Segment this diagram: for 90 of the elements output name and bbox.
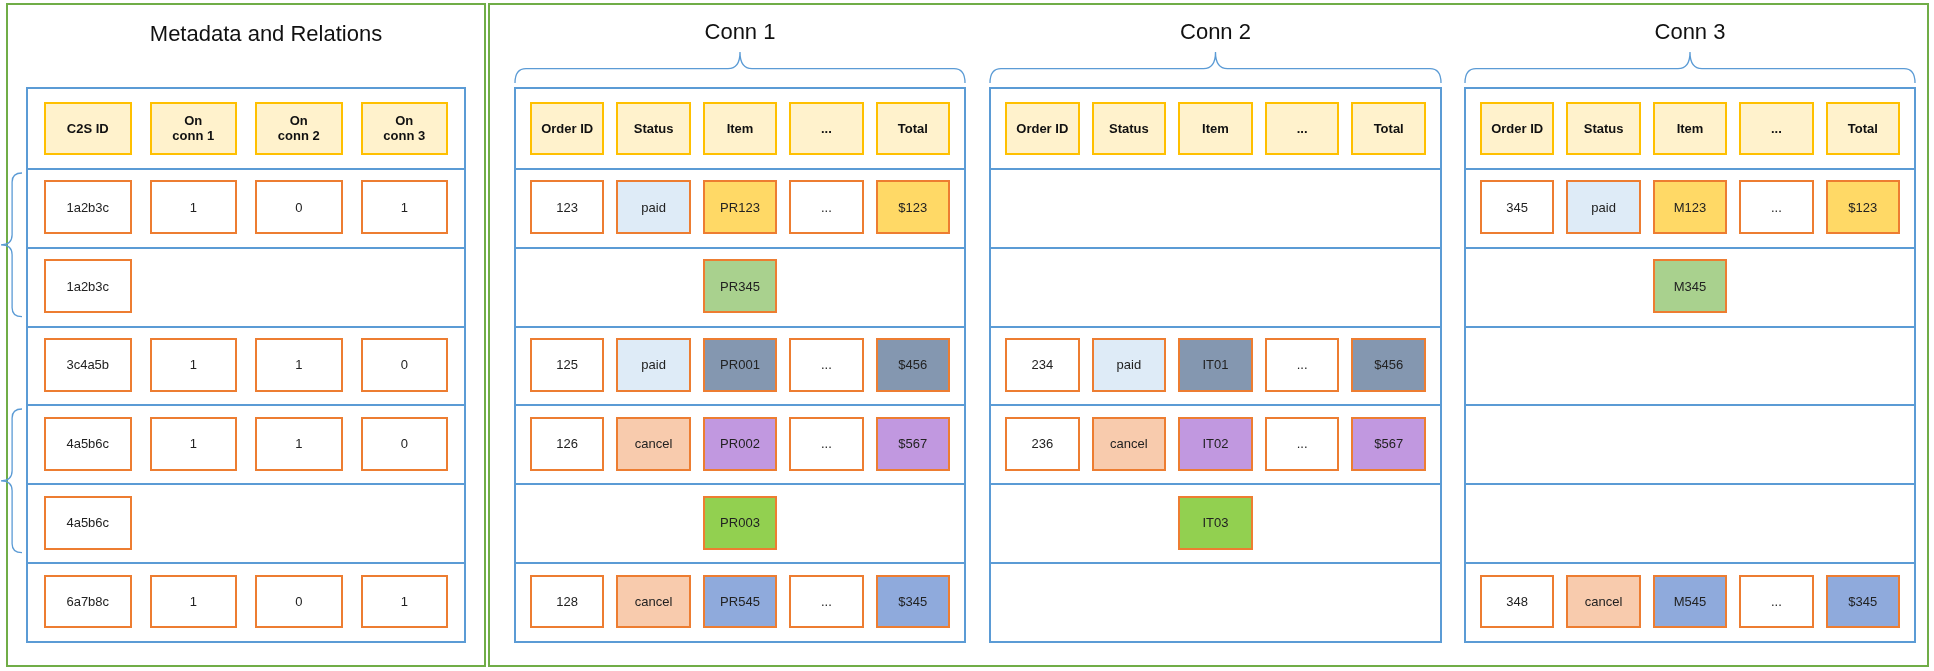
data-cell: 1 bbox=[360, 180, 448, 235]
header-cell: On conn 1 bbox=[149, 101, 237, 156]
data-cell: 0 bbox=[255, 574, 343, 629]
header-cell: ... bbox=[1264, 101, 1340, 156]
data-cell: PR001 bbox=[702, 338, 778, 392]
data-cell: 1a2b3c bbox=[44, 180, 132, 235]
data-cell: cancel bbox=[1566, 574, 1641, 629]
panel-title: Metadata and Relations bbox=[148, 21, 384, 47]
header-cell: Order ID bbox=[530, 101, 605, 156]
header-cell: Status bbox=[616, 101, 691, 156]
data-cell: 0 bbox=[255, 180, 343, 235]
header-cell: Item bbox=[1652, 101, 1728, 156]
data-cell: 3c4a5b bbox=[44, 338, 132, 392]
data-cell: paid bbox=[1566, 180, 1641, 235]
header-cell: Total bbox=[1351, 101, 1426, 156]
header-cell: On conn 2 bbox=[255, 101, 343, 156]
header-cell: On conn 3 bbox=[360, 101, 448, 156]
data-cell: cancel bbox=[616, 417, 691, 471]
data-cell: $123 bbox=[875, 180, 950, 235]
data-cell: 0 bbox=[360, 417, 448, 471]
data-cell: ... bbox=[789, 574, 864, 629]
data-cell: ... bbox=[789, 417, 864, 471]
data-cell: 1 bbox=[149, 417, 237, 471]
data-cell: ... bbox=[1739, 574, 1814, 629]
data-cell: 1 bbox=[255, 417, 343, 471]
data-cell: $456 bbox=[1351, 338, 1426, 392]
data-cell: ... bbox=[789, 338, 864, 392]
data-cell: PR123 bbox=[702, 180, 778, 235]
data-cell: paid bbox=[616, 180, 691, 235]
data-cell: 123 bbox=[530, 180, 605, 235]
table-frame bbox=[1464, 87, 1916, 643]
data-cell: 1 bbox=[149, 180, 237, 235]
data-cell: PR345 bbox=[702, 259, 778, 313]
data-cell: 1a2b3c bbox=[44, 259, 132, 313]
header-cell: C2S ID bbox=[44, 101, 132, 156]
data-cell: 4a5b6c bbox=[44, 495, 132, 550]
header-cell: ... bbox=[789, 101, 864, 156]
data-cell: 234 bbox=[1005, 338, 1080, 392]
table-heading: Conn 2 bbox=[1179, 19, 1252, 45]
header-cell: ... bbox=[1739, 101, 1814, 156]
data-cell: 4a5b6c bbox=[44, 417, 132, 471]
data-cell: ... bbox=[1264, 417, 1340, 471]
data-cell: $567 bbox=[1351, 417, 1426, 471]
data-cell: PR003 bbox=[702, 495, 778, 550]
data-cell: 126 bbox=[530, 417, 605, 471]
data-cell: $456 bbox=[875, 338, 950, 392]
data-cell: IT03 bbox=[1178, 495, 1253, 550]
data-cell: 6a7b8c bbox=[44, 574, 132, 629]
data-cell: PR545 bbox=[702, 574, 778, 629]
data-cell: $345 bbox=[875, 574, 950, 629]
header-cell: Total bbox=[875, 101, 950, 156]
data-cell: IT01 bbox=[1178, 338, 1253, 392]
data-cell: 1 bbox=[255, 338, 343, 392]
header-cell: Status bbox=[1091, 101, 1167, 156]
data-cell: 348 bbox=[1480, 574, 1555, 629]
data-cell: 236 bbox=[1005, 417, 1080, 471]
data-cell: $123 bbox=[1825, 180, 1900, 235]
data-cell: $345 bbox=[1825, 574, 1900, 629]
data-cell: 125 bbox=[530, 338, 605, 392]
header-cell: Total bbox=[1825, 101, 1900, 156]
data-cell: paid bbox=[1091, 338, 1167, 392]
data-cell: PR002 bbox=[702, 417, 778, 471]
panel-frame bbox=[488, 3, 1929, 667]
data-cell: M345 bbox=[1652, 259, 1728, 313]
data-cell: IT02 bbox=[1178, 417, 1253, 471]
data-cell: 345 bbox=[1480, 180, 1555, 235]
data-cell: 0 bbox=[360, 338, 448, 392]
data-cell: ... bbox=[1739, 180, 1814, 235]
table-heading: Conn 3 bbox=[1653, 19, 1727, 45]
data-cell: 1 bbox=[149, 338, 237, 392]
table-heading: Conn 1 bbox=[703, 19, 777, 45]
data-cell: $567 bbox=[875, 417, 950, 471]
data-cell: 1 bbox=[149, 574, 237, 629]
data-cell: ... bbox=[789, 180, 864, 235]
table-frame bbox=[26, 87, 466, 643]
data-cell: ... bbox=[1264, 338, 1340, 392]
data-cell: 1 bbox=[360, 574, 448, 629]
data-cell: cancel bbox=[616, 574, 691, 629]
header-cell: Status bbox=[1566, 101, 1641, 156]
table-frame bbox=[514, 87, 966, 643]
data-cell: cancel bbox=[1091, 417, 1167, 471]
data-cell: M545 bbox=[1652, 574, 1728, 629]
data-cell: M123 bbox=[1652, 180, 1728, 235]
header-cell: Order ID bbox=[1480, 101, 1555, 156]
data-cell: paid bbox=[616, 338, 691, 392]
header-cell: Item bbox=[702, 101, 778, 156]
header-cell: Item bbox=[1178, 101, 1253, 156]
header-cell: Order ID bbox=[1005, 101, 1080, 156]
data-cell: 128 bbox=[530, 574, 605, 629]
table-frame bbox=[989, 87, 1442, 643]
